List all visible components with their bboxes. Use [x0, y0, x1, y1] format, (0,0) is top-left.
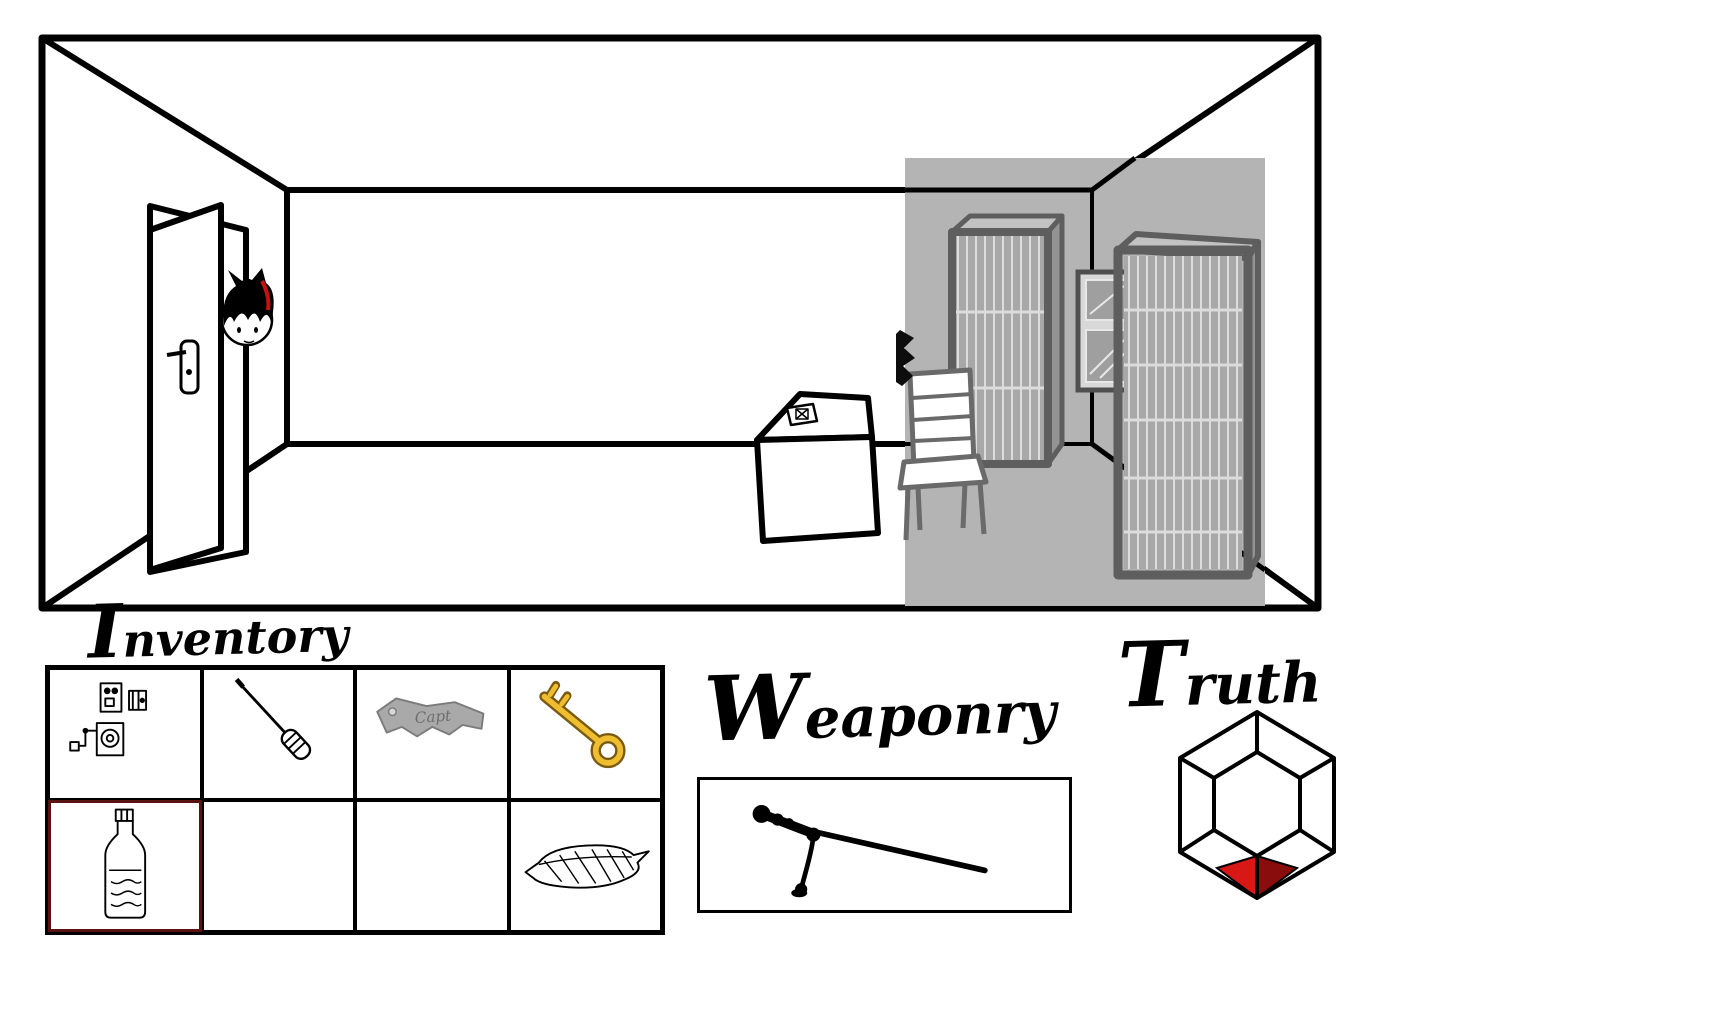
inventory-slot-bottle[interactable]: [48, 800, 202, 932]
inventory-slot-empty-1[interactable]: [201, 800, 355, 932]
chair[interactable]: [897, 367, 989, 541]
gold-key-icon: [538, 680, 626, 769]
bookshelf-right[interactable]: [1113, 231, 1261, 580]
weaponry-slot[interactable]: [697, 777, 1072, 913]
cane-staff-icon: [752, 804, 988, 898]
inventory-slot-circuit-parts[interactable]: [48, 668, 202, 800]
screwdriver-icon: [234, 677, 311, 761]
truth-gauge[interactable]: [1160, 700, 1355, 915]
circuit-parts-icon: [69, 682, 148, 757]
room-scene: [38, 34, 1322, 612]
peeking-character[interactable]: [220, 268, 274, 347]
inventory-slot-nest[interactable]: [508, 800, 662, 932]
nest-icon: [524, 844, 650, 889]
inventory-slot-empty-2[interactable]: [355, 800, 509, 932]
crate-note[interactable]: [785, 402, 819, 427]
dark-scribble[interactable]: [896, 330, 915, 386]
metal-scrap-icon: Capt: [376, 697, 485, 738]
side-room: [896, 155, 1267, 606]
truth-gem-outline: [1178, 710, 1336, 900]
inventory-slot-gold-key[interactable]: [508, 668, 662, 800]
inventory-slot-screwdriver[interactable]: [201, 668, 355, 800]
weaponry-title: Weaponry: [702, 654, 1057, 763]
crate[interactable]: [754, 391, 881, 544]
door[interactable]: [147, 202, 249, 575]
hair-red-streak: [260, 280, 271, 311]
metal-scrap-label: Capt: [414, 707, 452, 728]
inventory-grid: Capt: [45, 665, 665, 935]
door-handle[interactable]: [166, 339, 200, 395]
inventory-slot-metal-scrap[interactable]: Capt: [355, 668, 509, 800]
bottle-icon: [104, 808, 147, 919]
